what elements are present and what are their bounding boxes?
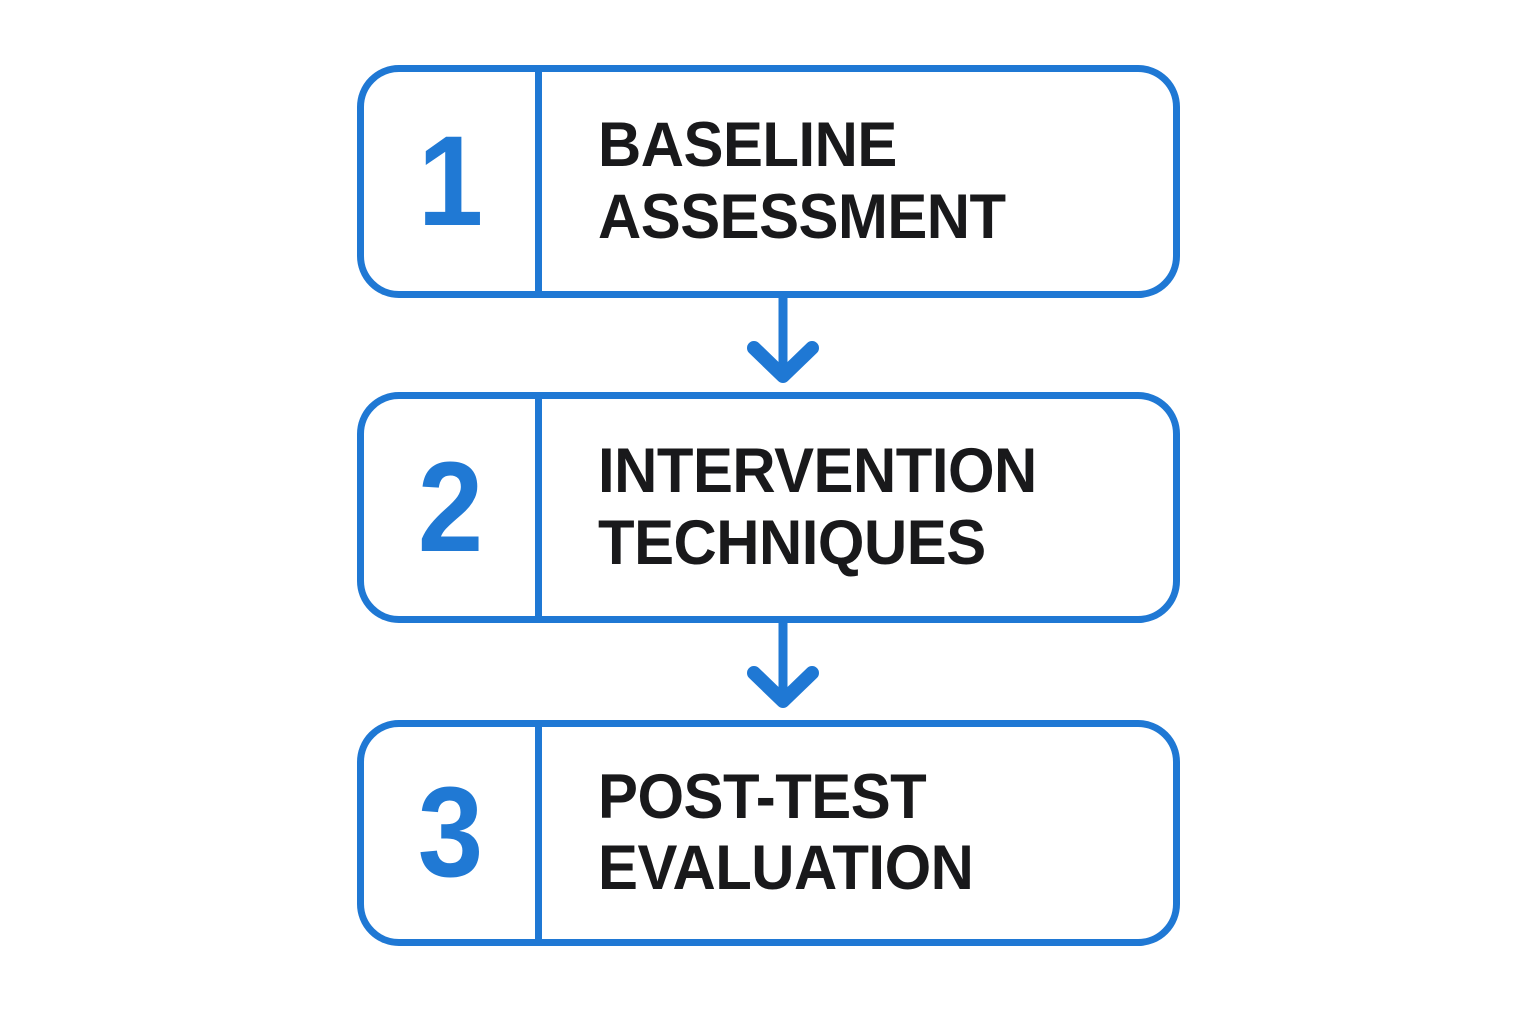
connector-2-to-3 [728,621,838,721]
step-number-cell-2: 2 [364,399,542,616]
step-number-cell-3: 3 [364,727,542,939]
down-arrow-icon [747,296,819,383]
step-box-1[interactable]: 1 BASELINE ASSESSMENT [357,65,1180,298]
step-number-2: 2 [417,435,483,579]
step-box-3[interactable]: 3 POST-TEST EVALUATION [357,720,1180,946]
step-label-cell-1: BASELINE ASSESSMENT [542,72,1173,291]
step-number-cell-1: 1 [364,72,542,291]
step-label-cell-3: POST-TEST EVALUATION [542,727,1173,939]
step-number-3: 3 [417,761,483,904]
step-label-2: INTERVENTION TECHNIQUES [598,436,1037,578]
step-label-1: BASELINE ASSESSMENT [598,110,1006,252]
step-label-cell-2: INTERVENTION TECHNIQUES [542,399,1173,616]
step-number-1: 1 [417,109,483,253]
step-label-3: POST-TEST EVALUATION [598,761,974,903]
down-arrow-icon [747,621,819,708]
connector-1-to-2 [728,296,838,396]
step-box-2[interactable]: 2 INTERVENTION TECHNIQUES [357,392,1180,623]
